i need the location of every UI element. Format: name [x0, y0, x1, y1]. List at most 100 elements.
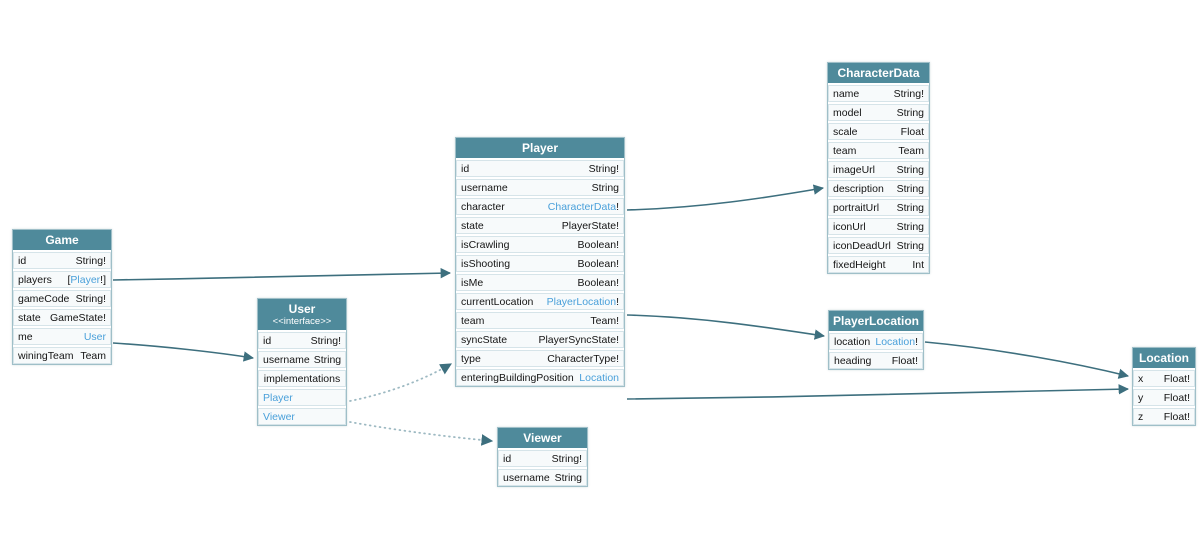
type-scalar: Float!: [1163, 410, 1190, 423]
field-name: z: [1138, 410, 1144, 423]
type-scalar: Float!: [891, 354, 918, 367]
type-header-player[interactable]: Player: [456, 138, 624, 158]
field-type: Float!: [892, 355, 918, 367]
edge-player-character-to-characterdata: [626, 184, 825, 211]
field-row-id[interactable]: id String!: [456, 158, 624, 177]
type-scalar: String!: [75, 254, 106, 267]
type-scalar: Float!: [1163, 391, 1190, 404]
field-row-portraitUrl[interactable]: portraitUrl String: [828, 197, 929, 216]
field-type: Float: [901, 126, 924, 138]
field-type: PlayerSyncState!: [538, 334, 619, 346]
field-type: String!: [589, 163, 619, 175]
type-title: Location: [1139, 351, 1189, 365]
field-row-players[interactable]: players[Player!]: [13, 269, 111, 288]
edge-game-players-to-player: [112, 267, 452, 281]
field-name: currentLocation: [461, 295, 534, 308]
type-scalar: String: [896, 239, 924, 252]
field-name: isMe: [461, 276, 484, 289]
type-header-viewer[interactable]: Viewer: [498, 428, 587, 448]
field-name: team: [461, 314, 485, 327]
type-link[interactable]: User: [83, 330, 106, 343]
field-type: Boolean!: [578, 239, 619, 251]
type-header-user[interactable]: User<<interface>>: [258, 299, 346, 330]
type-link[interactable]: PlayerLocation: [546, 295, 617, 308]
field-type: String: [897, 202, 924, 214]
field-row-heading[interactable]: heading Float!: [829, 350, 923, 369]
field-row-currentLocation[interactable]: currentLocation PlayerLocation!: [456, 291, 624, 310]
type-link[interactable]: Player: [263, 391, 293, 404]
field-row-team[interactable]: team Team!: [456, 310, 624, 329]
field-type: Float!: [1164, 392, 1190, 404]
type-header-location[interactable]: Location: [1133, 348, 1195, 368]
type-scalar: CharacterType!: [547, 352, 619, 365]
type-link[interactable]: Viewer: [263, 410, 295, 423]
type-scalar: String: [896, 182, 924, 195]
field-row-me[interactable]: me User: [13, 326, 111, 345]
implementation-row-viewer[interactable]: Viewer: [258, 406, 346, 425]
field-type: String: [592, 182, 619, 194]
field-row-z[interactable]: z Float!: [1133, 406, 1195, 425]
type-link[interactable]: CharacterData: [547, 200, 617, 213]
type-scalar: Team!: [590, 314, 619, 327]
edge-player-enteringbuildingposition-to-location: [626, 384, 1130, 400]
type-title: Player: [521, 141, 559, 155]
field-type: PlayerLocation!: [547, 296, 619, 308]
type-scalar: Boolean!: [577, 257, 619, 270]
type-link[interactable]: Player: [70, 273, 101, 286]
field-type: String: [897, 240, 924, 252]
field-name: team: [833, 144, 857, 157]
type-link[interactable]: Location: [875, 335, 916, 348]
field-name: syncState: [461, 333, 508, 346]
field-name: me: [18, 330, 33, 343]
field-name: fixedHeight: [833, 258, 886, 271]
type-link[interactable]: Location: [579, 371, 619, 384]
section-header-row: implementations: [258, 368, 346, 387]
field-name: id: [461, 162, 470, 175]
edge-user-implementation-viewer: [349, 421, 494, 446]
field-name: iconUrl: [833, 220, 866, 233]
type-header-game[interactable]: Game: [13, 230, 111, 250]
type-header-characterdata[interactable]: CharacterData: [828, 63, 929, 83]
type-wrap-close: !: [616, 295, 619, 308]
field-name: heading: [834, 354, 872, 367]
field-name: location: [834, 335, 871, 348]
field-row-syncState[interactable]: syncState PlayerSyncState!: [456, 329, 624, 348]
type-title: User: [288, 302, 316, 316]
implementation-row-player[interactable]: Player: [258, 387, 346, 406]
field-type: [Player!]: [67, 274, 106, 286]
field-name: name: [833, 87, 860, 100]
field-type: CharacterType!: [547, 353, 619, 365]
type-header-playerlocation[interactable]: PlayerLocation: [829, 311, 923, 331]
field-name: portraitUrl: [833, 201, 880, 214]
type-scalar: String!: [551, 452, 582, 465]
